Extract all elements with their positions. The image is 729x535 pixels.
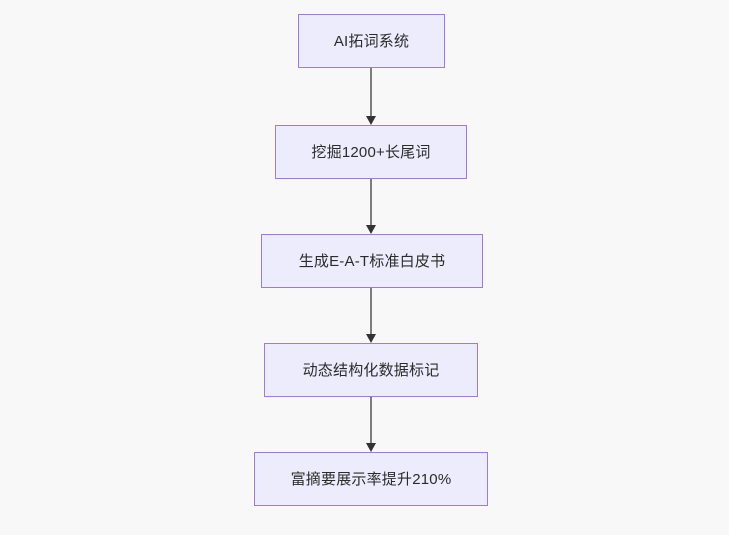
arrowhead-n2-n3 [365, 225, 376, 234]
flow-node-label: 富摘要展示率提升210% [290, 470, 452, 488]
flow-node-label: 挖掘1200+长尾词 [311, 143, 431, 161]
flow-node-label: 生成E-A-T标准白皮书 [298, 252, 446, 270]
flow-node-rich-snippet-uplift[interactable]: 富摘要展示率提升210% [254, 452, 488, 506]
arrowhead-n3-n4 [365, 334, 376, 343]
arrowhead-n4-n5 [365, 443, 376, 452]
edge-n2-n3 [370, 179, 372, 225]
arrowhead-n1-n2 [365, 116, 376, 125]
edge-n4-n5 [370, 397, 372, 443]
flow-node-label: AI拓词系统 [333, 32, 410, 50]
flow-node-generate-eat-whitepaper[interactable]: 生成E-A-T标准白皮书 [261, 234, 483, 288]
edge-n1-n2 [370, 68, 372, 116]
flow-node-label: 动态结构化数据标记 [302, 361, 440, 379]
flow-node-mine-longtail-keywords[interactable]: 挖掘1200+长尾词 [275, 125, 467, 179]
edge-n3-n4 [370, 288, 372, 334]
flow-node-dynamic-structured-data[interactable]: 动态结构化数据标记 [264, 343, 478, 397]
flow-node-ai-keyword-system[interactable]: AI拓词系统 [298, 14, 445, 68]
